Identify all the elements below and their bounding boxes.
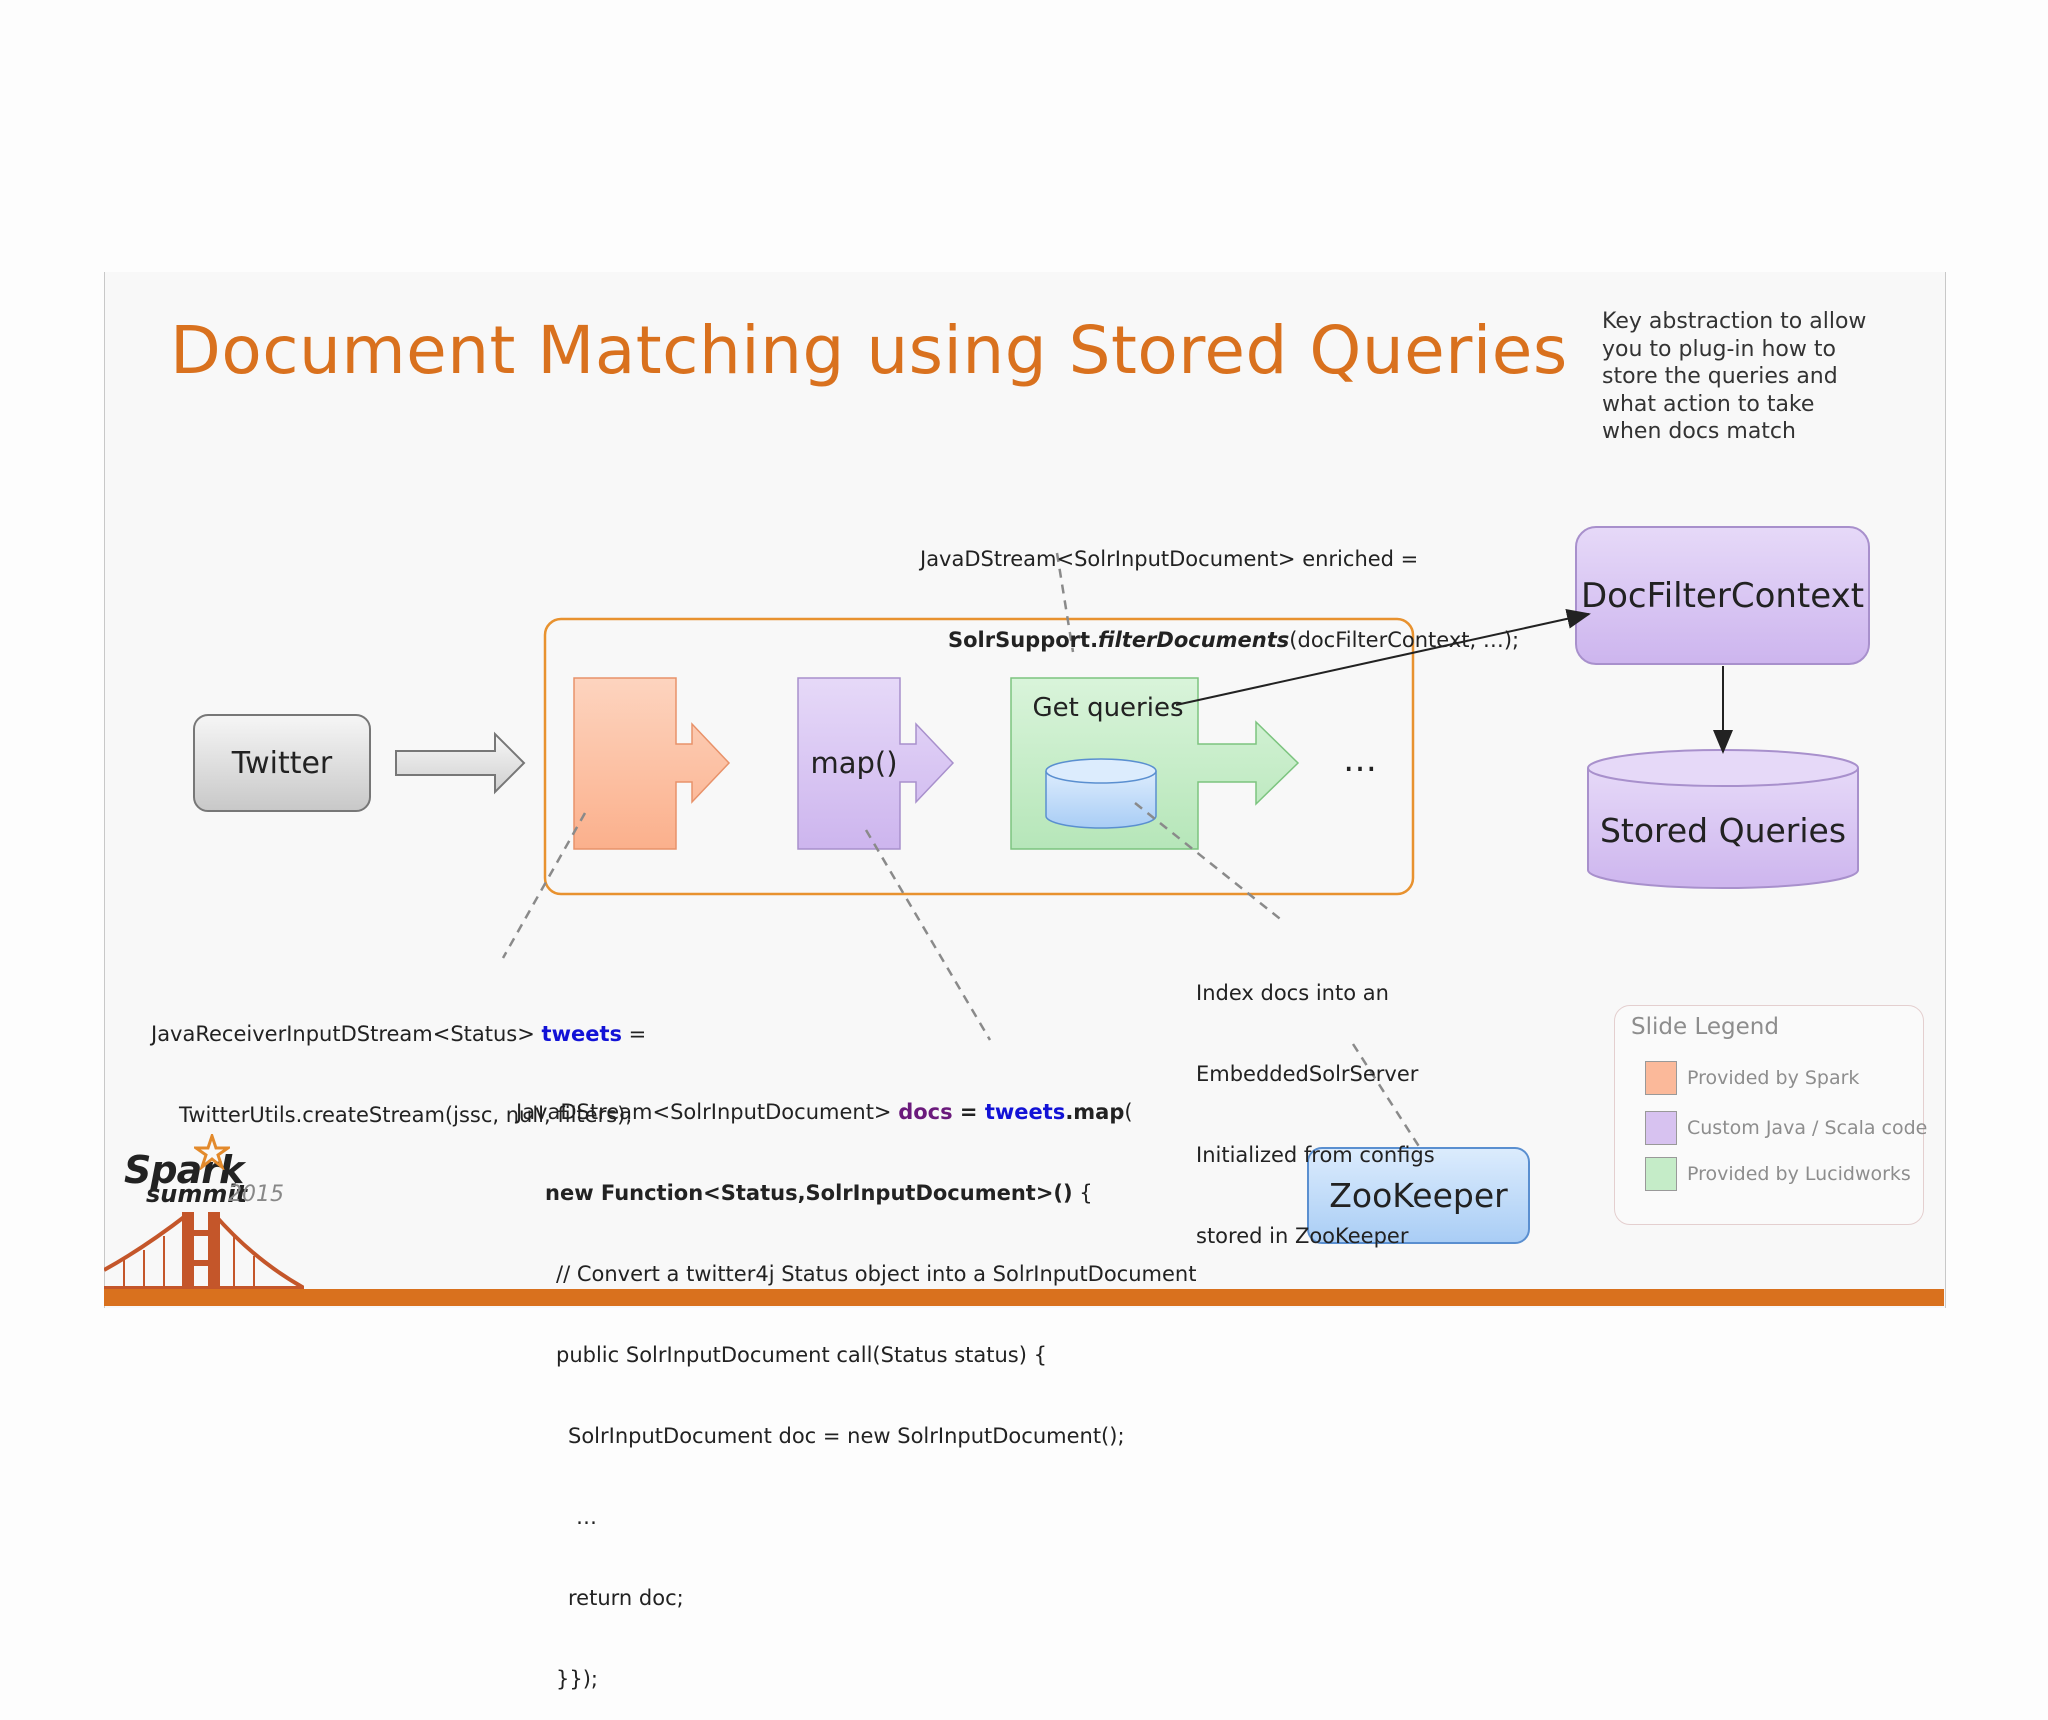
- zookeeper-box: [1307, 1147, 1530, 1244]
- legend-title: Slide Legend: [1631, 1014, 1779, 1040]
- callout-map: [864, 829, 992, 1041]
- zookeeper-label: ZooKeeper: [1329, 1176, 1508, 1215]
- note-key-abstraction: Key abstraction to allow you to plug-in …: [1602, 308, 1866, 446]
- code-token: (: [1124, 1100, 1133, 1124]
- spark-star-icon: [194, 1134, 230, 1170]
- code-token: {: [1072, 1181, 1093, 1205]
- code-token: docs: [898, 1100, 953, 1124]
- doc-filter-context-box: [1575, 526, 1870, 665]
- embedded-solr-cylinder-icon: [1045, 758, 1157, 829]
- spark-receiver-stage: [573, 677, 731, 850]
- twitter-label: Twitter: [231, 745, 333, 781]
- annotation-line: Index docs into an: [1196, 981, 1389, 1005]
- callout-receiver: [501, 812, 587, 959]
- callout-zookeeper: [1351, 1043, 1422, 1149]
- legend-label: Provided by Spark: [1687, 1067, 1860, 1089]
- map-stage: [797, 677, 955, 850]
- legend-item: Custom Java / Scala code: [1645, 1108, 1927, 1148]
- annotation-line: SolrSupport.filterDocuments(docFilterCon…: [920, 627, 1519, 654]
- connector-get-queries-to-context: [1175, 608, 1591, 706]
- annotation-line: TwitterUtils.createStream(jssc, null, fi…: [179, 1103, 633, 1127]
- annotation-receiver: JavaReceiverInputDStream<Status> tweets …: [151, 967, 646, 1156]
- code-token: JavaReceiverInputDStream<Status>: [151, 1022, 542, 1046]
- slide-legend: Slide Legend Provided by Spark Custom Ja…: [1614, 1005, 1927, 1225]
- annotation-line: JavaReceiverInputDStream<Status> tweets …: [151, 1021, 646, 1048]
- annotation-line: stored in ZooKeeper: [1196, 1224, 1409, 1248]
- annotation-line: public SolrInputDocument call(Status sta…: [556, 1343, 1047, 1367]
- flow-arrow-icon: [395, 731, 526, 795]
- note-line: store the queries and: [1602, 364, 1838, 389]
- annotation-line: // Convert a twitter4j Status object int…: [556, 1262, 1197, 1286]
- annotation-line: }});: [556, 1667, 598, 1691]
- stored-queries-cylinder-icon: [1587, 749, 1859, 889]
- annotation-line: EmbeddedSolrServer: [1196, 1062, 1419, 1086]
- code-token: =: [952, 1100, 985, 1124]
- code-token: SolrSupport.: [948, 628, 1099, 652]
- legend-swatch-lucidworks: [1645, 1157, 1677, 1191]
- note-line: when docs match: [1602, 419, 1796, 444]
- annotation-line: new Function<Status,SolrInputDocument>()…: [516, 1180, 1196, 1207]
- annotation-enriched: JavaDStream<SolrInputDocument> enriched …: [920, 492, 1519, 681]
- map-label: map(): [810, 746, 898, 780]
- get-queries-label: Get queries: [1032, 693, 1184, 723]
- spark-logo: Spark: [124, 1148, 244, 1192]
- callout-enriched: [1055, 552, 1075, 653]
- summit-logo: summit: [146, 1180, 248, 1208]
- code-token: JavaDStream<SolrInputDocument>: [516, 1100, 899, 1124]
- note-line: Key abstraction to allow: [1602, 309, 1867, 334]
- code-token: tweets: [984, 1100, 1066, 1124]
- legend-label: Custom Java / Scala code: [1687, 1117, 1928, 1139]
- annotation-docs-map: JavaDStream<SolrInputDocument> docs = tw…: [516, 1045, 1196, 1720]
- note-line: what action to take: [1602, 391, 1815, 417]
- code-token: =: [622, 1022, 647, 1046]
- slide-title: Document Matching using Stored Queries: [170, 312, 1568, 389]
- annotation-line: …: [576, 1505, 597, 1529]
- annotation-line: SolrInputDocument doc = new SolrInputDoc…: [568, 1424, 1125, 1448]
- code-token: .map: [1065, 1100, 1125, 1124]
- spark-streaming-container: [543, 617, 1415, 896]
- code-token: (docFilterContext, …);: [1289, 628, 1520, 652]
- note-line: you to plug-in how to: [1602, 336, 1836, 362]
- code-token: filterDocuments: [1098, 628, 1290, 652]
- legend-label: Provided by Lucidworks: [1687, 1163, 1911, 1185]
- twitter-box: [193, 714, 371, 812]
- legend-item: Provided by Spark: [1645, 1058, 1859, 1098]
- code-token: new Function<Status,SolrInputDocument>(): [545, 1181, 1073, 1205]
- legend-item: Provided by Lucidworks: [1645, 1154, 1911, 1194]
- annotation-line: Initialized from configs: [1196, 1143, 1435, 1167]
- stored-queries-label: Stored Queries: [1599, 810, 1847, 850]
- footer-bar: [104, 1289, 1944, 1306]
- doc-filter-context-label: DocFilterContext: [1580, 575, 1865, 616]
- pipeline-diagram: [193, 526, 1870, 1244]
- annotation-line: JavaDStream<SolrInputDocument> enriched …: [920, 547, 1419, 571]
- legend-swatch-custom: [1645, 1111, 1677, 1145]
- ellipsis-label: …: [1343, 740, 1377, 780]
- legend-swatch-spark: [1645, 1061, 1677, 1095]
- annotation-line: JavaDStream<SolrInputDocument> docs = tw…: [516, 1099, 1196, 1126]
- code-token: tweets: [541, 1022, 622, 1046]
- summit-year: 2015: [228, 1182, 284, 1207]
- annotation-line: return doc;: [568, 1586, 684, 1610]
- annotation-index-docs: Index docs into an EmbeddedSolrServer In…: [1196, 926, 1435, 1277]
